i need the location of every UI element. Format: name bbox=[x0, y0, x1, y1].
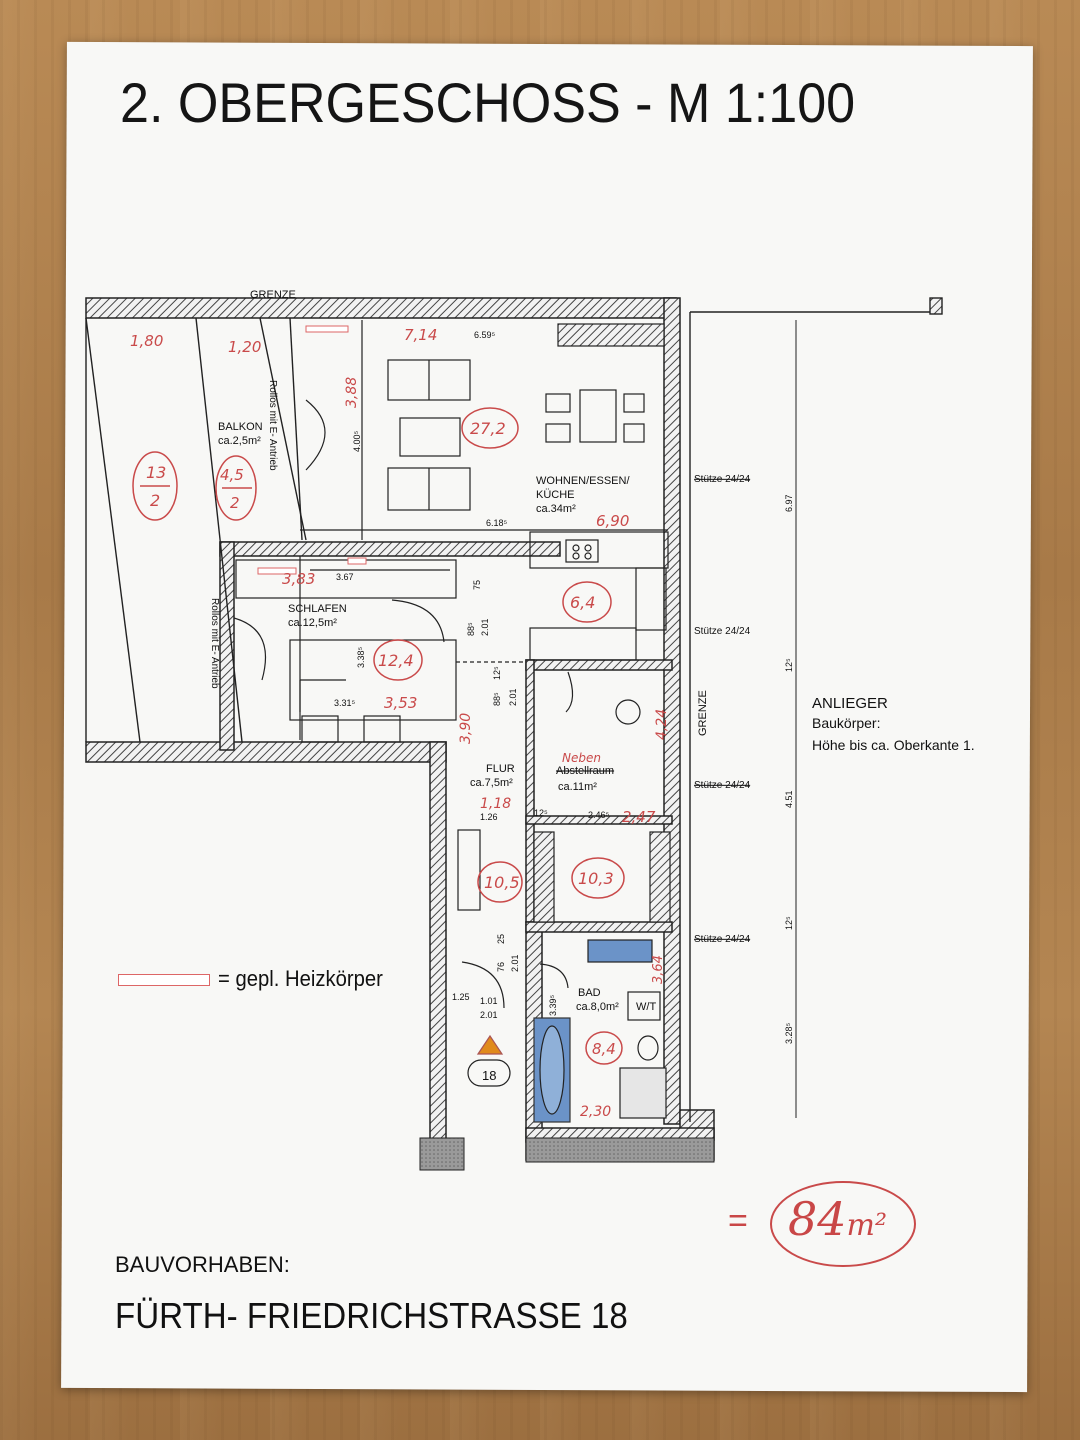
dim-4: 88⁵ bbox=[466, 622, 476, 636]
balkon-label: BALKON bbox=[218, 421, 263, 433]
dim-1: 4.00⁵ bbox=[352, 430, 362, 452]
radiator-legend-swatch bbox=[118, 974, 210, 986]
dim-9: 88⁵ bbox=[492, 692, 502, 706]
dim-23: 4.51 bbox=[784, 790, 794, 808]
project-label: BAUVORHABEN: bbox=[115, 1252, 290, 1277]
note-n15: 1,18 bbox=[480, 796, 511, 812]
dim-18: 2.01 bbox=[480, 1010, 498, 1020]
dim-7: 3.31⁵ bbox=[334, 698, 356, 708]
wohnen-area: ca.34m² bbox=[536, 503, 576, 515]
dim-19: 1.25 bbox=[452, 992, 470, 1002]
dim-2: 6.18⁵ bbox=[486, 518, 508, 528]
house-number: 18 bbox=[482, 1068, 496, 1083]
anlieger-label: ANLIEGER bbox=[812, 695, 888, 712]
stuetze-label-4: Stütze 24/24 bbox=[694, 934, 751, 945]
schlafen-area: ca.12,5m² bbox=[288, 617, 337, 629]
dim-3: 75 bbox=[472, 580, 482, 590]
note-n16: 2,47 bbox=[622, 808, 656, 826]
note-n7b: 2 bbox=[230, 494, 240, 512]
bad-label: BAD bbox=[578, 987, 601, 999]
total-area: 84m² bbox=[788, 1192, 887, 1246]
dim-22: 12⁵ bbox=[784, 658, 794, 672]
note-n11: 12,4 bbox=[378, 651, 414, 670]
stair-block-left bbox=[419, 1137, 465, 1171]
interior-fixtures bbox=[233, 320, 671, 1123]
total-area-circle bbox=[770, 1181, 916, 1267]
wohnen-label: WOHNEN/ESSEN/ bbox=[536, 475, 630, 487]
stair-block-right bbox=[525, 1137, 715, 1163]
note-n10: 6,4 bbox=[570, 593, 595, 612]
radiator-legend-text: = gepl. Heizkörper bbox=[218, 966, 383, 991]
total-prefix: = bbox=[728, 1202, 748, 1240]
dim-11: 1.26 bbox=[480, 812, 498, 822]
balkon-area: ca.2,5m² bbox=[218, 435, 261, 447]
total-value: 84 bbox=[788, 1192, 847, 1246]
dim-26: 3.67 bbox=[336, 572, 354, 582]
note-n8: 6,90 bbox=[596, 512, 629, 530]
note-n21: 2,30 bbox=[580, 1104, 611, 1120]
walls bbox=[85, 297, 715, 1161]
note-n7a: 4,5 bbox=[220, 466, 244, 484]
dim-24: 12⁵ bbox=[784, 916, 794, 930]
note-n4: 3,88 bbox=[344, 377, 360, 408]
dim-20: 3.39⁵ bbox=[548, 994, 558, 1016]
stuetze-label-2: Stütze 24/24 bbox=[694, 626, 751, 637]
boundary-lines bbox=[85, 297, 943, 1122]
note-n9: 3,83 bbox=[282, 570, 315, 588]
note-n3: 7,14 bbox=[404, 326, 437, 344]
hoehe-label: Höhe bis ca. Oberkante 1. bbox=[812, 737, 975, 753]
dim-21: 6.97 bbox=[784, 494, 794, 512]
dim-13: 2.46⁵ bbox=[588, 810, 610, 820]
abstell-label: Abstellraum bbox=[556, 765, 614, 777]
dim-6: 3.38⁵ bbox=[356, 646, 366, 668]
note-n12: 3,53 bbox=[384, 694, 417, 712]
grenze-right-label: GRENZE bbox=[697, 690, 709, 736]
note-n5: 27,2 bbox=[470, 419, 506, 438]
total-unit: m² bbox=[846, 1208, 888, 1243]
rollos-label-1: Rollos mit E- Antrieb bbox=[267, 380, 278, 471]
room-labels: GRENZE BALKON ca.2,5m² Rollos mit E- Ant… bbox=[209, 289, 975, 1083]
abstell-area: ca.11m² bbox=[558, 781, 597, 793]
stuetze-label-1: Stütze 24/24 bbox=[694, 474, 751, 485]
note-n19: 3,64 bbox=[651, 955, 666, 984]
grenze-top-label: GRENZE bbox=[250, 289, 296, 301]
stuetze-label-3: Stütze 24/24 bbox=[694, 780, 751, 791]
page-title: 2. OBERGESCHOSS - M 1:100 bbox=[120, 71, 856, 134]
note-n13: 3,90 bbox=[458, 713, 474, 744]
project-name: FÜRTH- FRIEDRICHSTRASSE 18 bbox=[115, 1295, 628, 1336]
note-n14: 4,24 bbox=[654, 709, 670, 740]
note-n6a: 13 bbox=[146, 463, 166, 482]
flur-label: FLUR bbox=[486, 763, 515, 775]
dim-0: 6.59⁵ bbox=[474, 330, 496, 340]
note-n18: 10,3 bbox=[578, 869, 614, 888]
note-n17: 10,5 bbox=[484, 873, 520, 892]
dim-17: 1.01 bbox=[480, 996, 498, 1006]
dim-5: 2.01 bbox=[480, 618, 490, 636]
note-neben: Neben bbox=[562, 751, 601, 765]
flur-area: ca.7,5m² bbox=[470, 777, 513, 789]
dimension-labels: 6.59⁵ 4.00⁵ 6.18⁵ 75 88⁵ 2.01 3.38⁵ 3.31… bbox=[334, 330, 794, 1044]
note-n20: 8,4 bbox=[592, 1040, 616, 1058]
rollos-label-2: Rollos mit E- Antrieb bbox=[209, 598, 220, 689]
note-n6b: 2 bbox=[150, 491, 160, 510]
baukoerper-label: Baukörper: bbox=[812, 715, 880, 731]
dim-8: 12⁵ bbox=[492, 666, 502, 680]
dim-15: 76 bbox=[496, 962, 506, 972]
handwritten-notes: 1,80 1,20 7,14 3,88 27,2 13 2 4,5 2 6,90… bbox=[130, 326, 670, 1120]
dim-16: 2.01 bbox=[510, 954, 520, 972]
dim-12: 12⁵ bbox=[534, 808, 548, 818]
dim-10: 2.01 bbox=[508, 688, 518, 706]
wt-label: W/T bbox=[636, 1001, 656, 1013]
radiators bbox=[257, 325, 367, 575]
kueche-label: KÜCHE bbox=[536, 489, 575, 501]
note-n1: 1,80 bbox=[130, 332, 163, 350]
dim-25: 3.28⁵ bbox=[784, 1022, 794, 1044]
note-n2: 1,20 bbox=[228, 338, 261, 356]
bad-area: ca.8,0m² bbox=[576, 1001, 619, 1013]
schlafen-label: SCHLAFEN bbox=[288, 603, 347, 615]
dim-14: 25 bbox=[496, 934, 506, 944]
